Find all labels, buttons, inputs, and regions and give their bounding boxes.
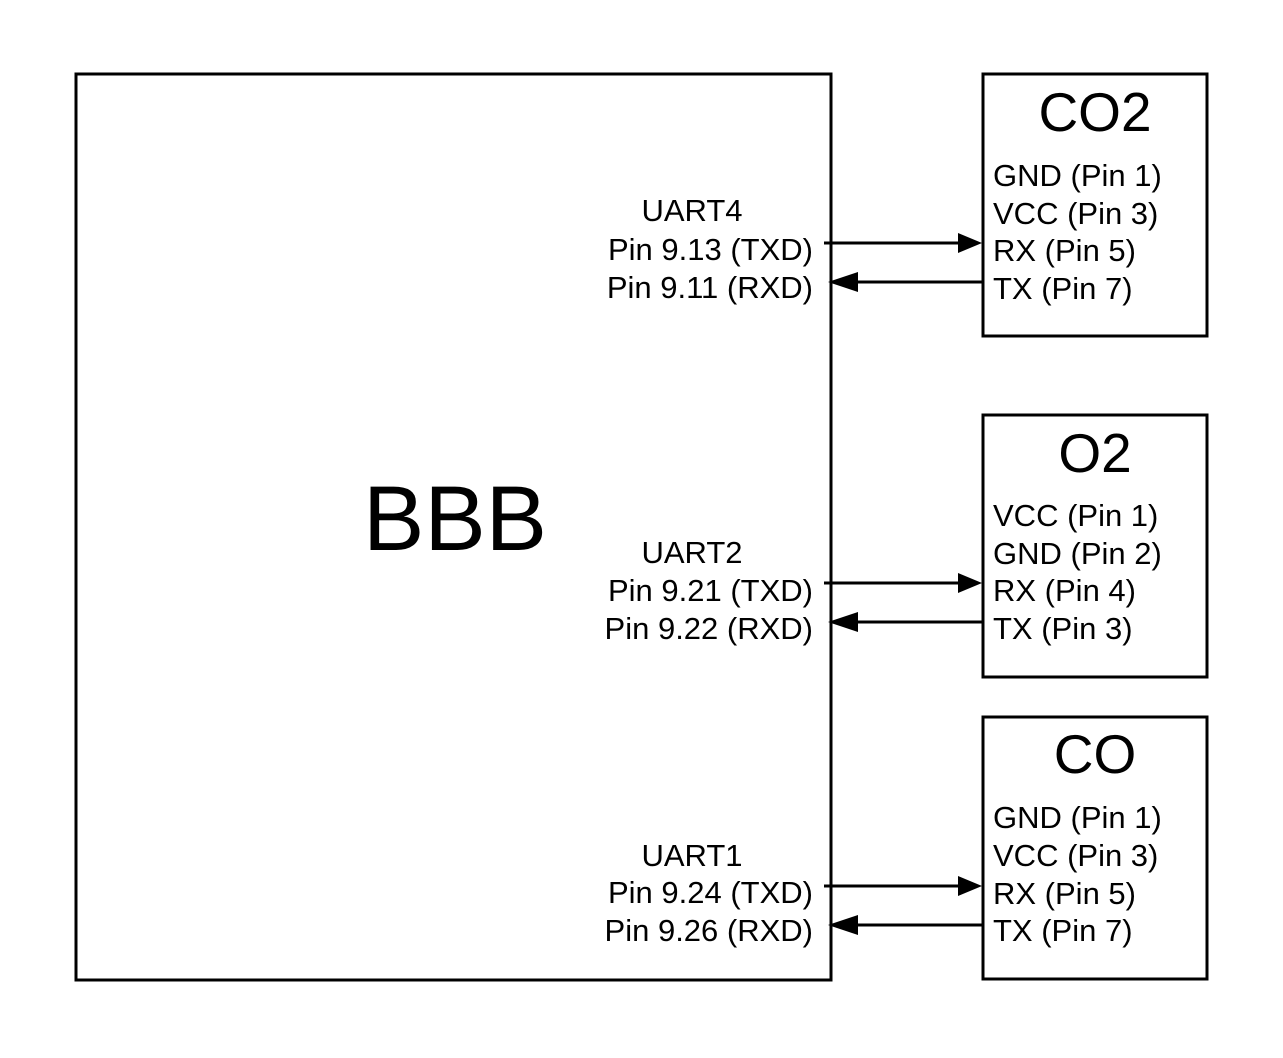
uart-label: UART4	[641, 193, 742, 228]
tx-arrowhead	[958, 573, 982, 593]
rx-arrowhead	[828, 915, 858, 935]
sensor-pin: RX (Pin 5)	[993, 876, 1136, 911]
uart-label: UART2	[641, 535, 742, 570]
sensor-pin: RX (Pin 5)	[993, 233, 1136, 268]
sensor-title: CO2	[1038, 81, 1151, 143]
uart-label: UART1	[641, 838, 742, 873]
txd-pin-label: Pin 9.13 (TXD)	[608, 232, 813, 267]
bbb-block	[74, 72, 833, 982]
rx-arrowhead	[828, 612, 858, 632]
sensor-pin: TX (Pin 7)	[993, 271, 1133, 306]
sensor-pin: VCC (Pin 3)	[993, 838, 1158, 873]
sensor-title: O2	[1058, 422, 1131, 484]
sensor-pin: TX (Pin 3)	[993, 611, 1133, 646]
sensor-pin: GND (Pin 1)	[993, 158, 1162, 193]
sensor-box	[981, 72, 1209, 338]
tx-arrowhead	[958, 876, 982, 896]
sensor-o2: O2 VCC (Pin 1) GND (Pin 2) RX (Pin 4) TX…	[981, 413, 1209, 679]
sensor-box	[981, 413, 1209, 679]
bbb-label: BBB	[363, 468, 547, 570]
rxd-pin-label: Pin 9.26 (RXD)	[605, 913, 813, 948]
sensor-pin: GND (Pin 2)	[993, 536, 1162, 571]
rx-arrowhead	[828, 272, 858, 292]
sensor-pin: RX (Pin 4)	[993, 573, 1136, 608]
rxd-pin-label: Pin 9.11 (RXD)	[607, 270, 813, 305]
sensor-pin: VCC (Pin 3)	[993, 196, 1158, 231]
sensor-co: CO GND (Pin 1) VCC (Pin 3) RX (Pin 5) TX…	[981, 715, 1209, 981]
sensor-pin: VCC (Pin 1)	[993, 498, 1158, 533]
txd-pin-label: Pin 9.21 (TXD)	[608, 573, 813, 608]
txd-pin-label: Pin 9.24 (TXD)	[608, 875, 813, 910]
link-uart1: UART1 Pin 9.24 (TXD) Pin 9.26 (RXD) CO G…	[605, 715, 1209, 981]
sensor-pin: GND (Pin 1)	[993, 800, 1162, 835]
link-uart2: UART2 Pin 9.21 (TXD) Pin 9.22 (RXD) O2 V…	[605, 413, 1209, 679]
link-uart4: UART4 Pin 9.13 (TXD) Pin 9.11 (RXD) CO2 …	[607, 72, 1209, 338]
sensor-box	[981, 715, 1209, 981]
sensor-pin: TX (Pin 7)	[993, 913, 1133, 948]
sensor-co2: CO2 GND (Pin 1) VCC (Pin 3) RX (Pin 5) T…	[981, 72, 1209, 338]
rxd-pin-label: Pin 9.22 (RXD)	[605, 611, 813, 646]
sensor-title: CO	[1054, 723, 1137, 785]
tx-arrowhead	[958, 233, 982, 253]
